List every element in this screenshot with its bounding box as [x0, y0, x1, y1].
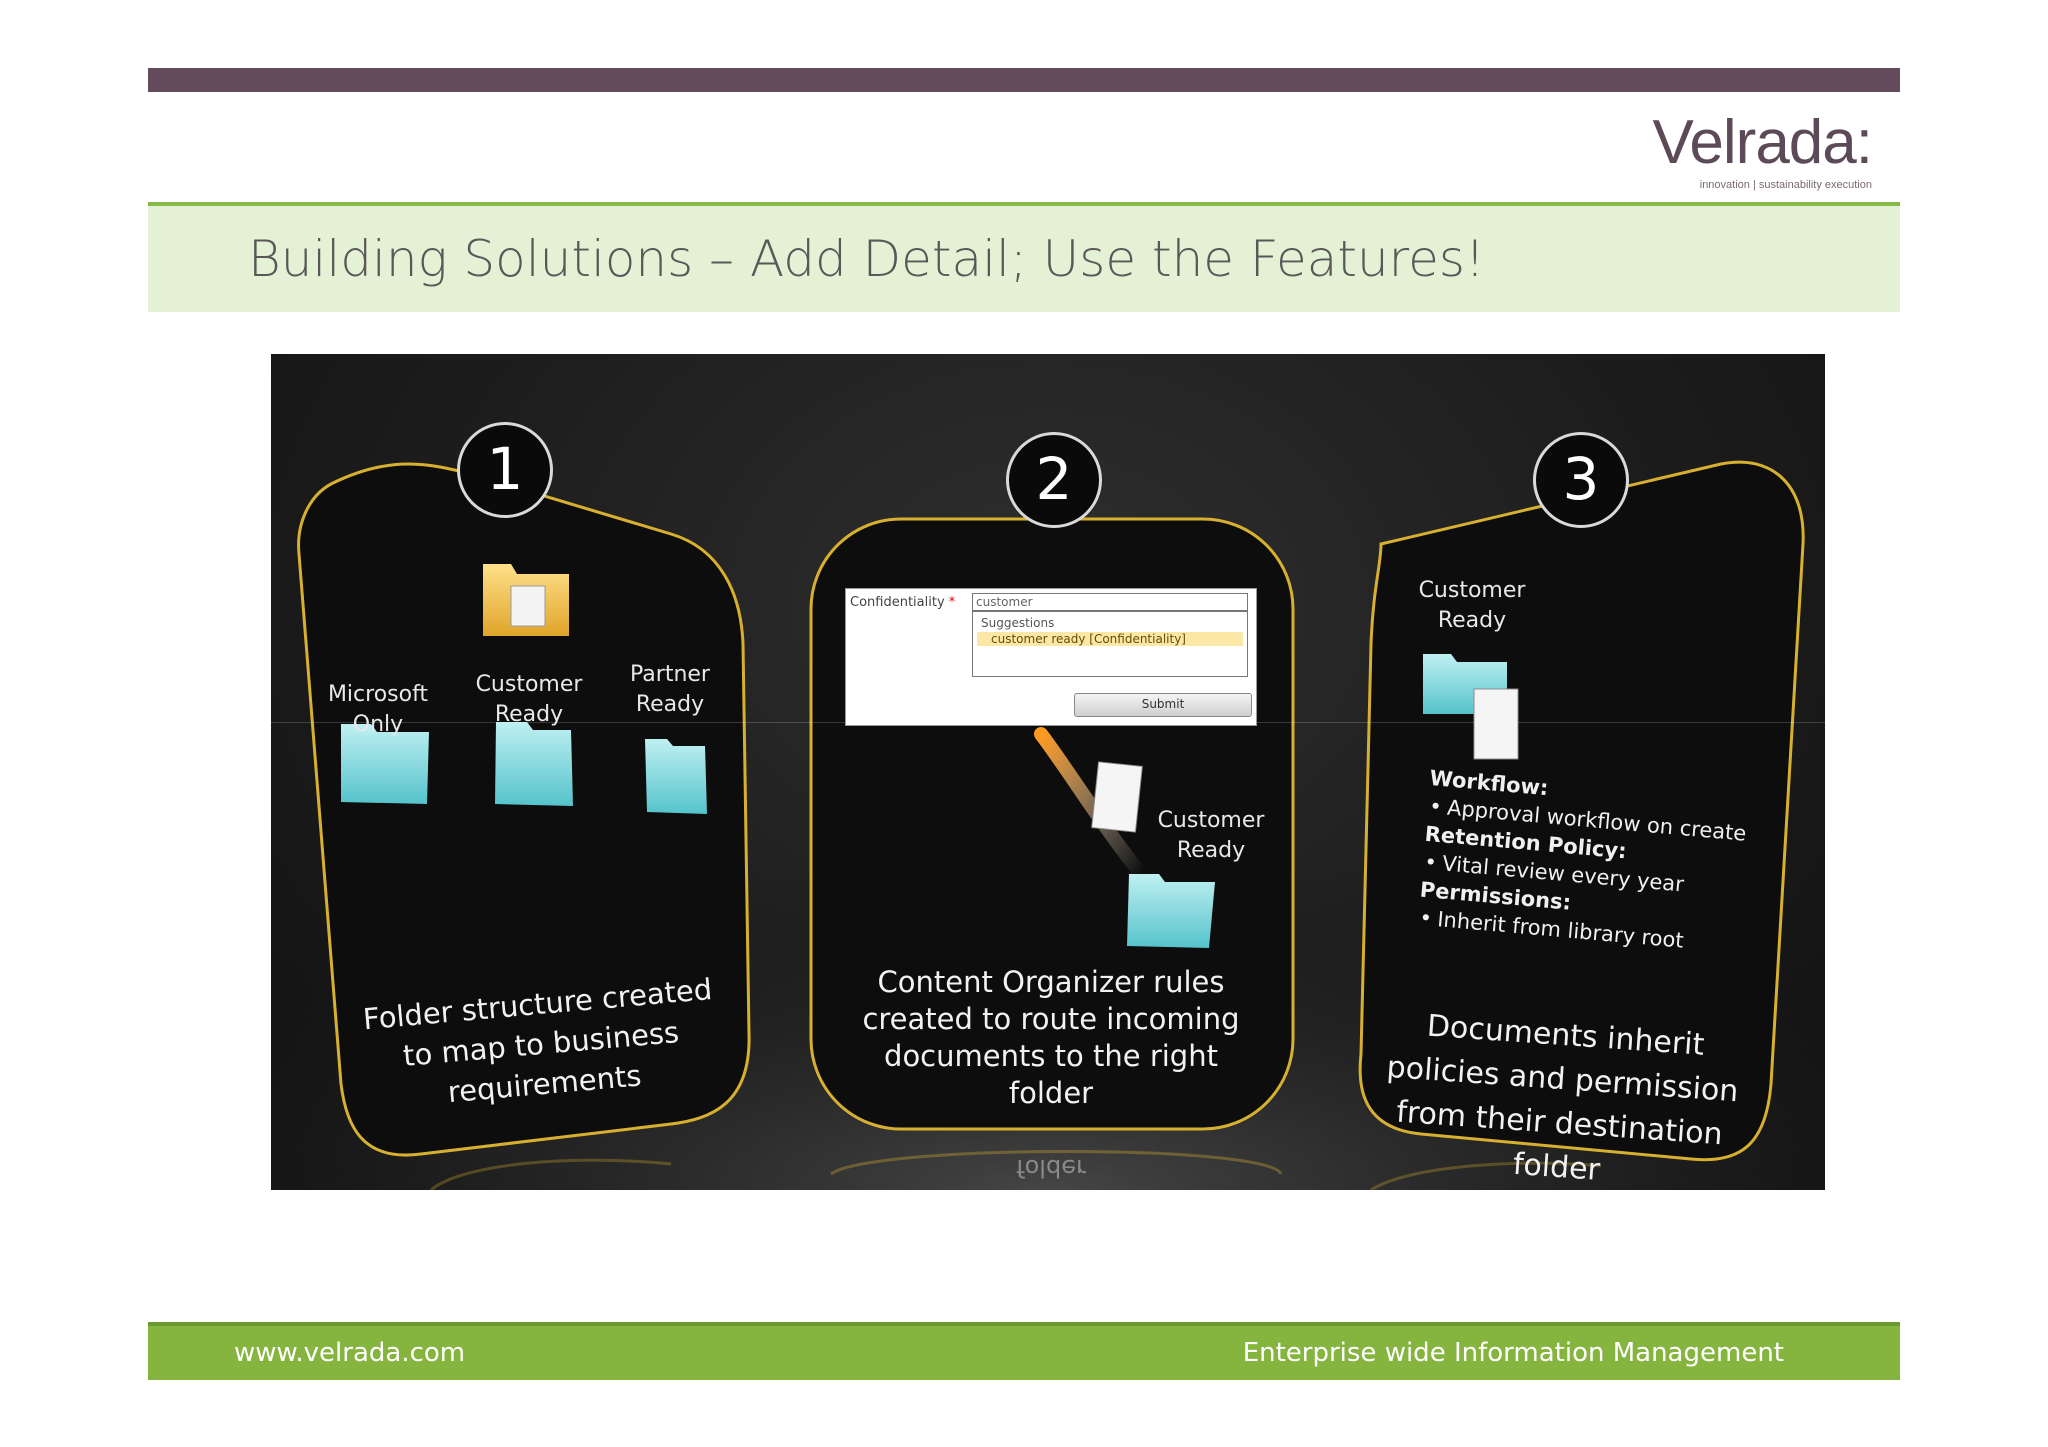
required-mark: * [949, 595, 956, 610]
confidentiality-label-text: Confidentiality [850, 595, 945, 610]
confidentiality-form: Confidentiality * customer Suggestions c… [845, 588, 1257, 726]
footer-band: www.velrada.com Enterprise wide Informat… [148, 1322, 1900, 1380]
footer-website: www.velrada.com [234, 1338, 465, 1368]
confidentiality-field-label: Confidentiality * [850, 595, 955, 610]
panel-2-caption: Content Organizer rules created to route… [851, 964, 1251, 1112]
folder-label-partner-ready: Partner Ready [615, 660, 725, 720]
folder-label-customer-ready: Customer Ready [469, 670, 589, 730]
top-accent-band [148, 68, 1900, 92]
feature-illustration: 1 2 3 Microsoft Only Customer Ready Part… [271, 354, 1825, 1190]
step-badge-3: 3 [1533, 432, 1629, 528]
panel-2-folder-label: Customer Ready [1151, 806, 1271, 866]
slide-title: Building Solutions – Add Detail; Use the… [248, 230, 1485, 288]
document-icon-panel-3 [1474, 689, 1518, 759]
panel-3-caption: Documents inherit policies and permissio… [1365, 1001, 1756, 1190]
velrada-logo: Velrada: innovation | sustainability exe… [1632, 108, 1872, 192]
panel-2-reflection: folder [991, 1154, 1111, 1182]
folder-label-microsoft-only: Microsoft Only [323, 680, 433, 740]
step-badge-2: 2 [1006, 432, 1102, 528]
confidentiality-input[interactable]: customer [972, 593, 1248, 611]
policy-details: Workflow: Approval workflow on create Re… [1416, 764, 1769, 961]
document-icon [1092, 762, 1143, 832]
panel-3-folder-label: Customer Ready [1417, 576, 1527, 636]
logo-tagline: innovation | sustainability execution [1632, 178, 1872, 192]
folder-icon-customer-ready [495, 722, 573, 806]
suggestions-dropdown: Suggestions customer ready [Confidential… [972, 611, 1248, 677]
footer-tagline: Enterprise wide Information Management [1243, 1338, 1784, 1368]
suggestions-heading: Suggestions [973, 612, 1247, 630]
submit-button[interactable]: Submit [1074, 693, 1252, 717]
title-band: Building Solutions – Add Detail; Use the… [148, 202, 1900, 312]
logo-wordmark: Velrada: [1632, 108, 1872, 178]
suggestion-item[interactable]: customer ready [Confidentiality] [977, 632, 1243, 646]
yellow-folder-icon [483, 564, 569, 636]
step-badge-1: 1 [457, 422, 553, 518]
folder-icon-panel-2 [1127, 874, 1215, 948]
folder-icon-partner-ready [645, 739, 707, 814]
